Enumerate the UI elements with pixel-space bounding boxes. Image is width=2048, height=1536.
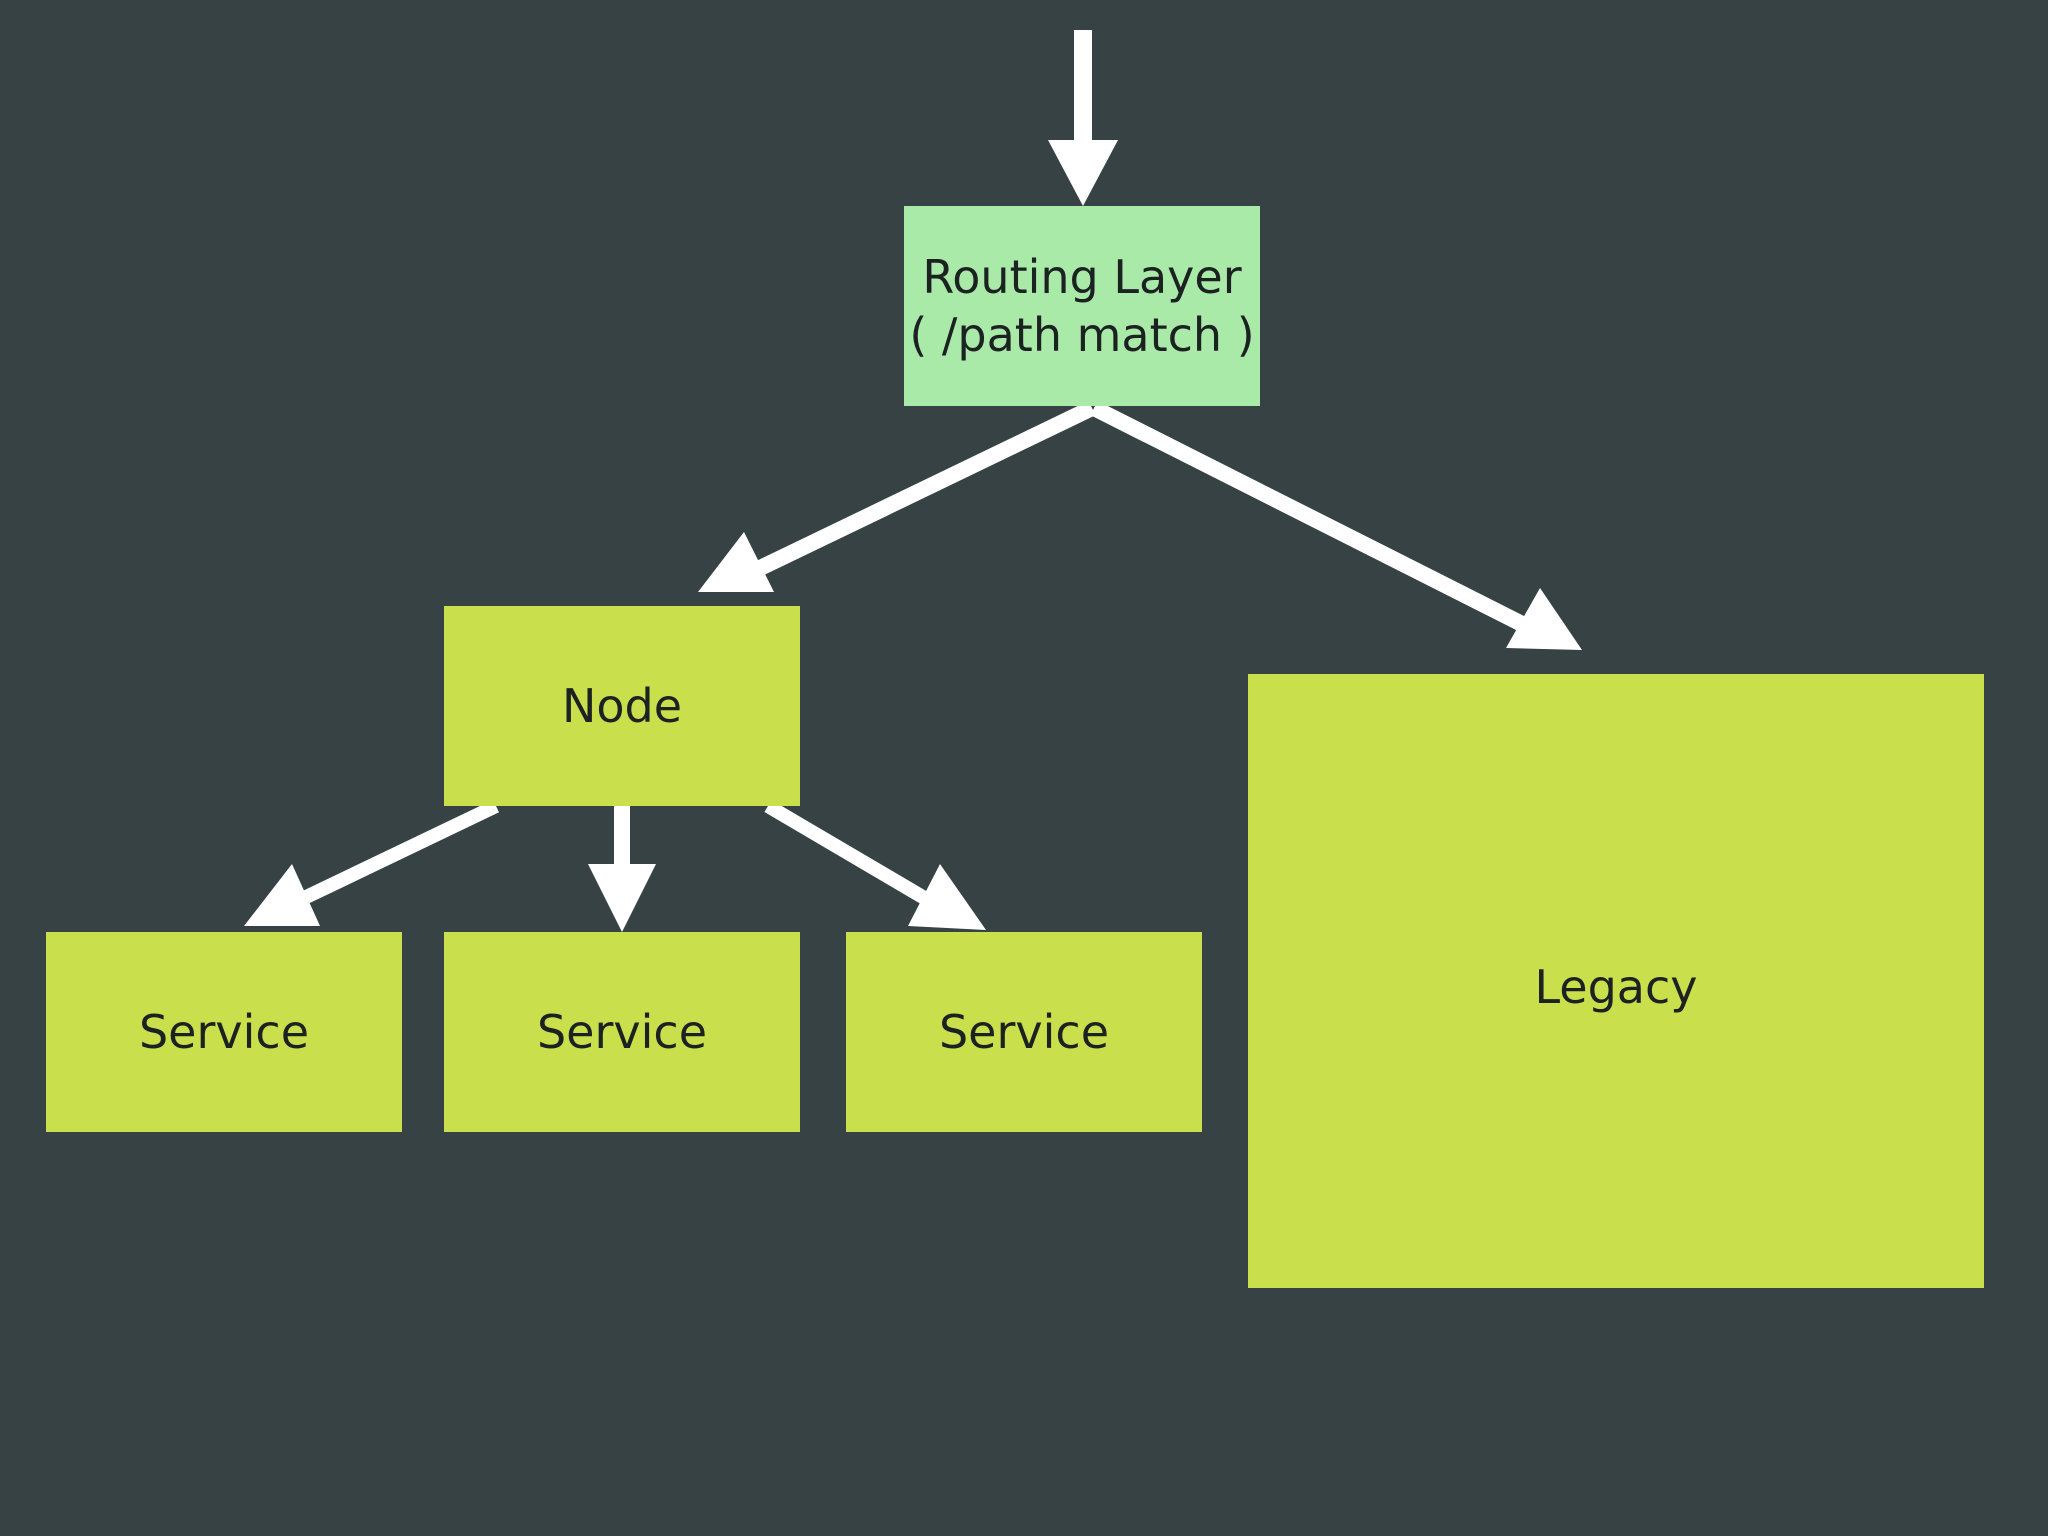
- service-label: Service: [138, 1005, 309, 1059]
- service-box-2: Service: [444, 932, 800, 1132]
- service-label: Service: [938, 1005, 1109, 1059]
- node-box: Node: [444, 606, 800, 806]
- node-to-service-1-arrow: [244, 799, 500, 926]
- service-box-1: Service: [46, 932, 402, 1132]
- routing-layer-subtitle: ( /path match ): [909, 308, 1255, 362]
- incoming-arrow: [1048, 30, 1118, 206]
- node-label: Node: [561, 679, 683, 733]
- service-box-3: Service: [846, 932, 1202, 1132]
- routing-layer-title: Routing Layer: [922, 250, 1242, 304]
- routing-to-legacy-arrow: [1090, 400, 1582, 650]
- service-label: Service: [536, 1005, 707, 1059]
- routing-to-node-arrow: [698, 400, 1096, 592]
- node-to-service-2-arrow: [588, 806, 656, 932]
- legacy-box: Legacy: [1248, 674, 1984, 1288]
- legacy-label: Legacy: [1534, 960, 1698, 1014]
- routing-layer-box: Routing Layer ( /path match ): [904, 206, 1260, 406]
- node-to-service-3-arrow: [764, 799, 986, 930]
